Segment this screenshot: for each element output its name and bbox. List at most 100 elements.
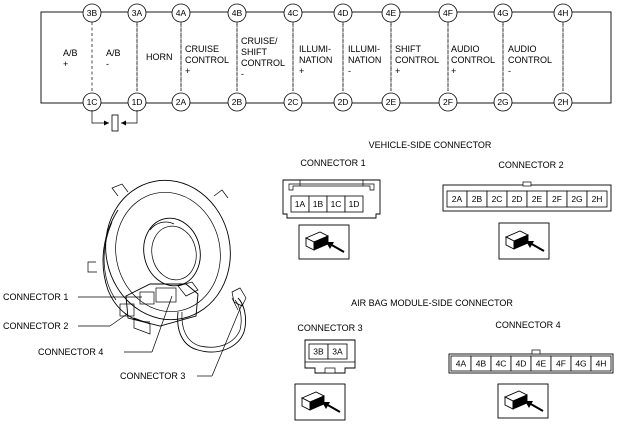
terminal-label: 2F [443, 97, 453, 107]
top-terminals: 3B 3A 4A 4B 4C 4D 4E 4F 4G 4H [82, 3, 573, 23]
function-label: A/B- [106, 48, 121, 69]
terminal-label: 4F [443, 8, 453, 18]
pin-label: 4F [556, 359, 566, 369]
callout-connector-1: CONNECTOR 1 [3, 292, 68, 302]
terminal-label: 4G [497, 8, 508, 18]
airbag-side-section: AIR BAG MODULE-SIDE CONNECTOR CONNECTOR … [294, 298, 614, 421]
top-terminal-4D: 4D [333, 3, 353, 23]
top-terminal-4C: 4C [283, 3, 303, 23]
top-terminal-4G: 4G [493, 3, 513, 23]
bottom-terminal-1C: 1C [82, 92, 102, 112]
insert-arrow-icon [525, 401, 544, 412]
terminal-label: 4B [232, 8, 243, 18]
terminal-label: 2C [288, 97, 299, 107]
top-terminal-4A: 4A [171, 3, 191, 23]
pin-label: 3B [313, 347, 324, 357]
pin-cell [327, 343, 348, 360]
terminal-label: 3B [87, 8, 98, 18]
pin-label: 3A [332, 347, 343, 357]
pin-label: 1B [313, 199, 324, 209]
clock-spring-illustration [87, 179, 247, 353]
bottom-terminal-1D: 1D [127, 92, 147, 112]
terminal-label: 4C [288, 8, 299, 18]
callout-connector-4: CONNECTOR 4 [38, 347, 103, 357]
bottom-terminal-2F: 2F [438, 92, 458, 112]
schematic-frame [40, 11, 612, 104]
vehicle-side-section: VEHICLE-SIDE CONNECTOR CONNECTOR 1 CONNE… [282, 140, 612, 260]
connector-1-plug-icon [298, 224, 350, 260]
connector-plug-icon [503, 390, 529, 410]
terminal-label: 2E [386, 97, 397, 107]
pin-label: 2D [512, 194, 523, 204]
pin-label: 2H [592, 194, 603, 204]
insert-arrow-icon [322, 402, 341, 413]
connector-2-plug-icon [498, 222, 550, 260]
terminal-label: 2D [338, 97, 349, 107]
top-terminal-4B: 4B [227, 3, 247, 23]
short-bar-icon [91, 110, 138, 132]
terminal-label: 4E [386, 8, 397, 18]
function-label: ILLUMI-NATION+ [299, 44, 332, 76]
pin-label: 1C [331, 199, 342, 209]
top-terminal-4H: 4H [553, 3, 573, 23]
pin-cell [590, 355, 612, 372]
pin-label: 4D [516, 359, 527, 369]
function-label: ILLUMI-NATION- [348, 44, 381, 76]
callout-connector-2: CONNECTOR 2 [3, 321, 68, 331]
bottom-terminal-2B: 2B [227, 92, 247, 112]
callouts: CONNECTOR 1 CONNECTOR 2 CONNECTOR 4 CONN… [3, 292, 243, 381]
pin-cell [586, 190, 608, 208]
top-terminal-3A: 3A [127, 3, 147, 23]
bottom-terminal-2D: 2D [333, 92, 353, 112]
pin-label: 2A [452, 194, 463, 204]
terminal-label: 2B [232, 97, 243, 107]
insert-arrow-icon [526, 241, 545, 252]
connector-1-pins: 1A 1B 1C 1D [290, 195, 364, 213]
connector-2-label: CONNECTOR 2 [498, 160, 563, 170]
connector-plug-icon [300, 391, 326, 411]
connector-1-face: 1A 1B 1C 1D [282, 179, 381, 219]
pin-label: 2C [492, 194, 503, 204]
pin-label: 4B [476, 359, 487, 369]
pin-label: 2F [552, 194, 562, 204]
pin-label: 2G [571, 194, 582, 204]
top-terminal-4F: 4F [438, 3, 458, 23]
top-terminal-3B: 3B [82, 3, 102, 23]
pin-label: 1D [349, 199, 360, 209]
bottom-terminal-2G: 2G [493, 92, 513, 112]
terminal-label: 4D [338, 8, 349, 18]
bottom-terminal-2C: 2C [283, 92, 303, 112]
function-dividers [136, 24, 564, 91]
terminal-label: 1D [132, 97, 143, 107]
terminal-label: 3A [132, 8, 143, 18]
connector-1-label: CONNECTOR 1 [300, 158, 365, 168]
connector-3-label: CONNECTOR 3 [297, 323, 362, 333]
pin-label: 2E [532, 194, 543, 204]
terminal-label: 2A [176, 97, 187, 107]
terminal-label: 4A [176, 8, 187, 18]
pin-label: 4A [456, 359, 467, 369]
connector-3-pins: 3B 3A [308, 343, 348, 360]
bottom-terminal-2A: 2A [171, 92, 191, 112]
terminal-label: 2G [497, 97, 508, 107]
terminal-label: 4H [558, 8, 569, 18]
insert-arrow-icon [326, 242, 345, 253]
pin-label: 4E [536, 359, 547, 369]
pin-cell [344, 195, 364, 213]
connector-4-label: CONNECTOR 4 [495, 320, 560, 330]
pin-label: 1A [295, 199, 306, 209]
pin-label: 4H [596, 359, 607, 369]
pin-label: 4C [496, 359, 507, 369]
